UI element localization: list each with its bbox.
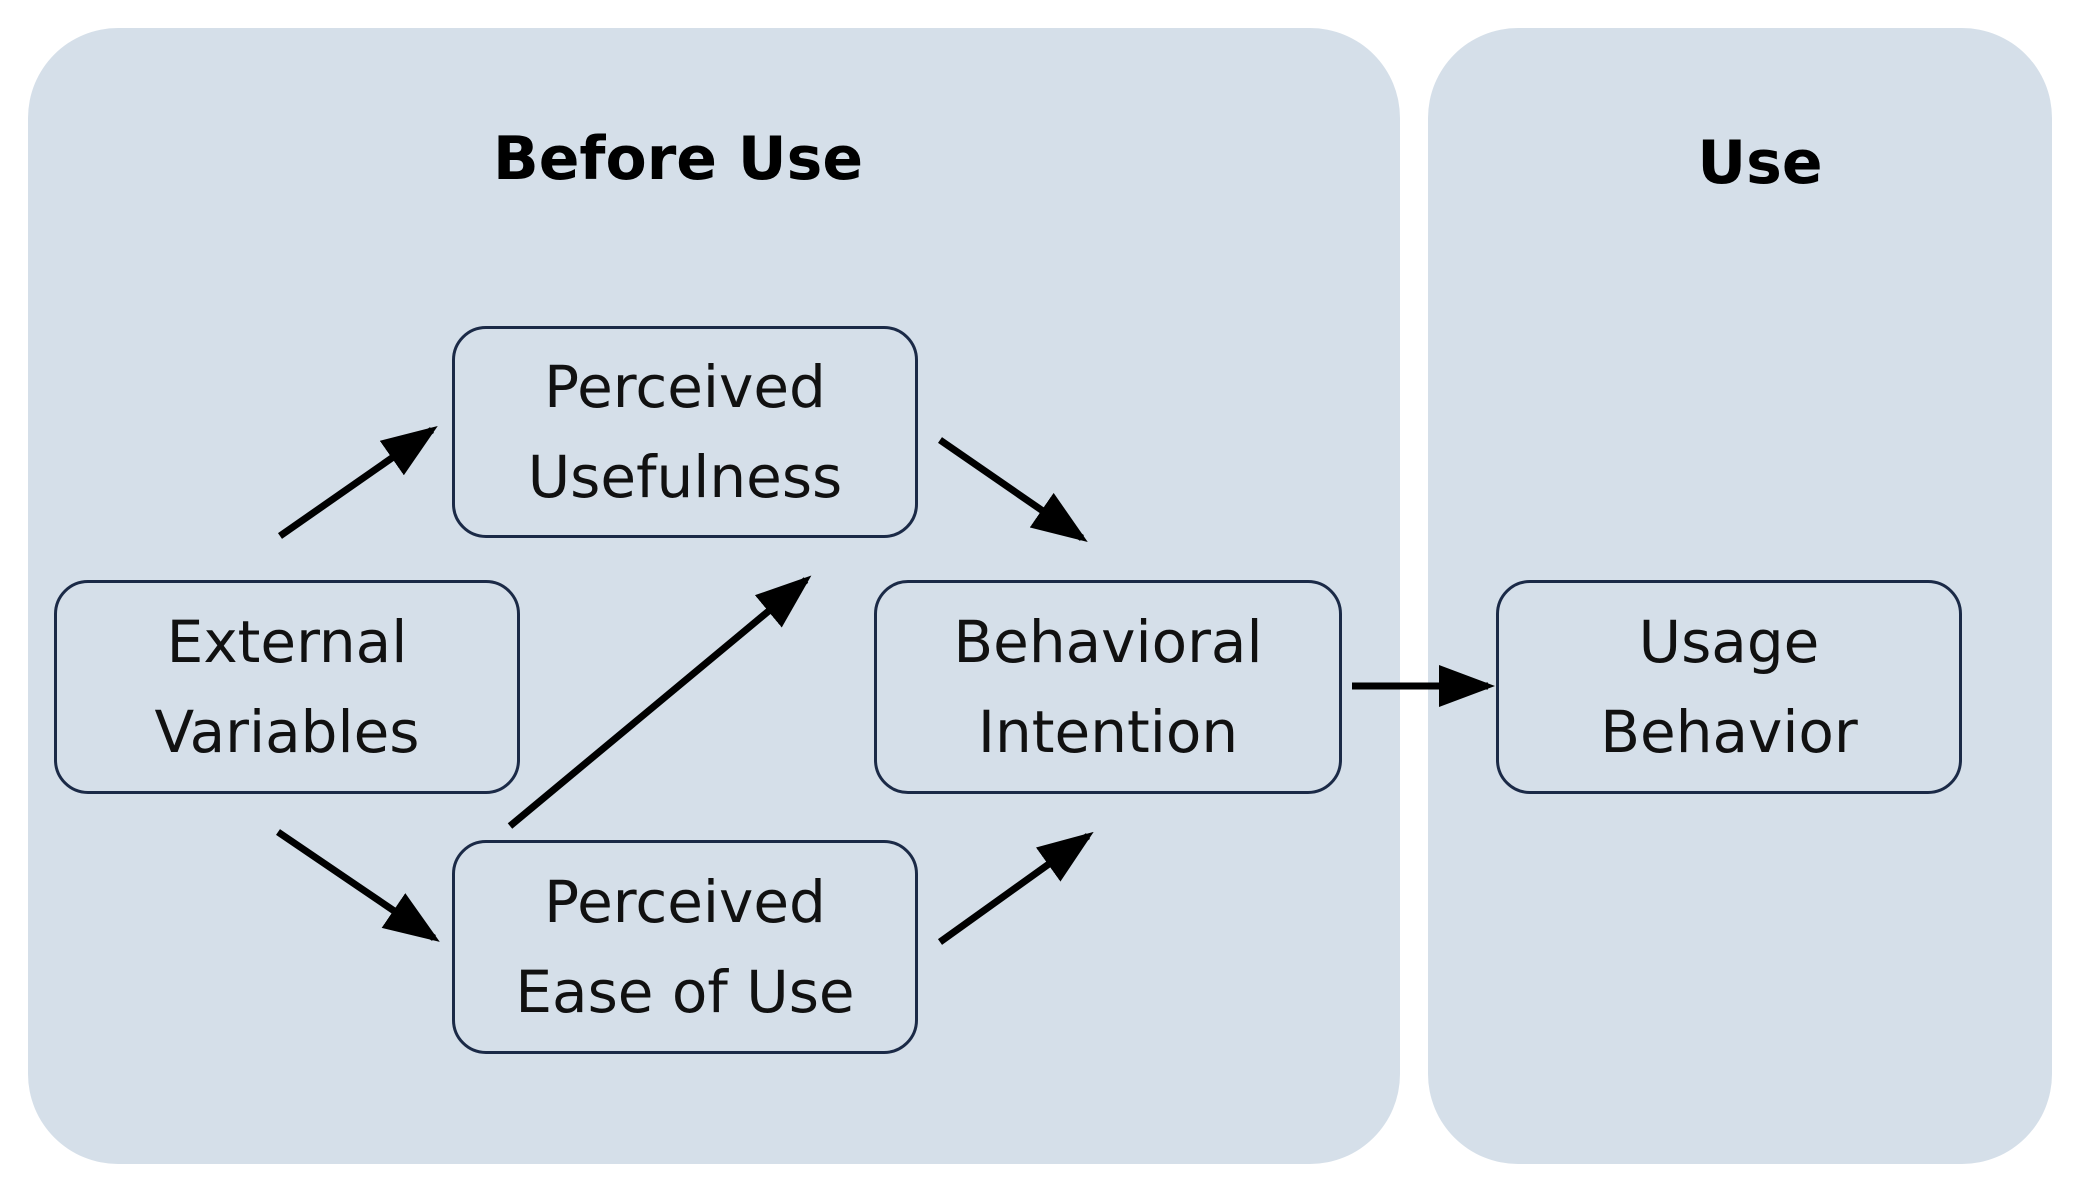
usage-behavior-label-line1: Usage: [1638, 608, 1820, 676]
behavioral-intention-label-line1: Behavioral: [953, 608, 1263, 676]
perceived-usefulness-node: Perceived Usefulness: [452, 326, 918, 538]
behavioral-intention-label-line2: Intention: [977, 698, 1239, 766]
before-use-title: Before Use: [492, 124, 864, 194]
external-variables-node: External Variables: [54, 580, 520, 794]
perceived-ease-of-use-node: Perceived Ease of Use: [452, 840, 918, 1054]
perceived-ease-of-use-label-line1: Perceived: [544, 868, 826, 936]
perceived-usefulness-label-line1: Perceived: [544, 353, 826, 421]
behavioral-intention-node: Behavioral Intention: [874, 580, 1342, 794]
perceived-usefulness-label-line2: Usefulness: [527, 443, 843, 511]
usage-behavior-label-line2: Behavior: [1600, 698, 1858, 766]
perceived-ease-of-use-label-line2: Ease of Use: [515, 958, 855, 1026]
external-variables-label-line2: Variables: [154, 698, 420, 766]
usage-behavior-node: Usage Behavior: [1496, 580, 1962, 794]
external-variables-label-line1: External: [166, 608, 408, 676]
use-title: Use: [1697, 128, 1823, 198]
